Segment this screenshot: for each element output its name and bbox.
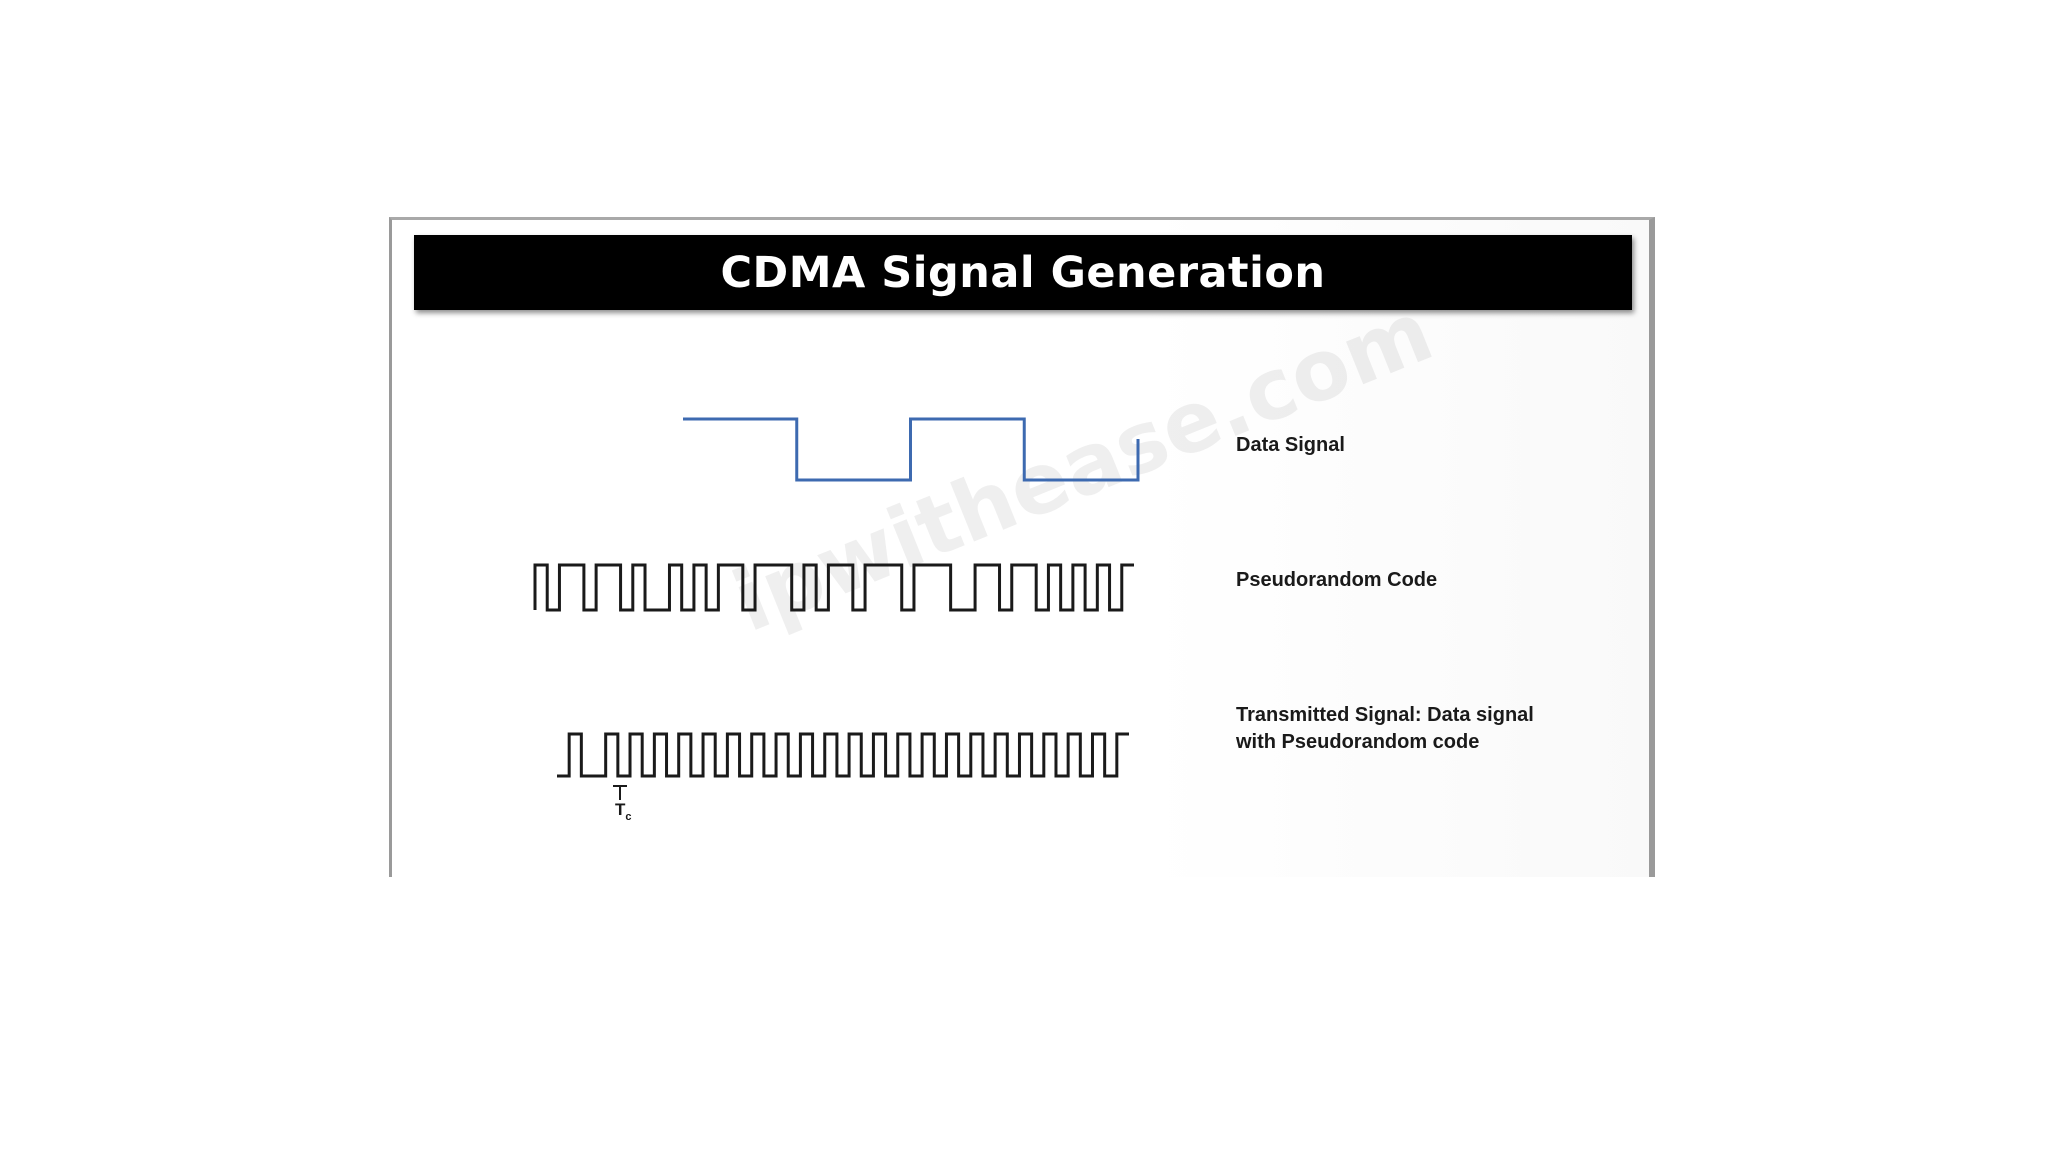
transmitted-signal-waveform [557,732,1129,778]
slide: CDMA Signal Generation [389,217,1655,877]
transmitted-signal-label: Transmitted Signal: Data signal with Pse… [1236,704,1534,753]
slide-title: CDMA Signal Generation [720,247,1326,298]
chip-period-marker [613,785,627,800]
pseudorandom-code-label: Pseudorandom Code [1236,569,1438,591]
title-bar: CDMA Signal Generation [414,235,1632,310]
pseudorandom-code-waveform [533,563,1134,612]
chip-period-label: Tc [615,800,632,823]
data-signal-waveform [683,417,1140,482]
data-signal-label: Data Signal [1236,434,1345,456]
